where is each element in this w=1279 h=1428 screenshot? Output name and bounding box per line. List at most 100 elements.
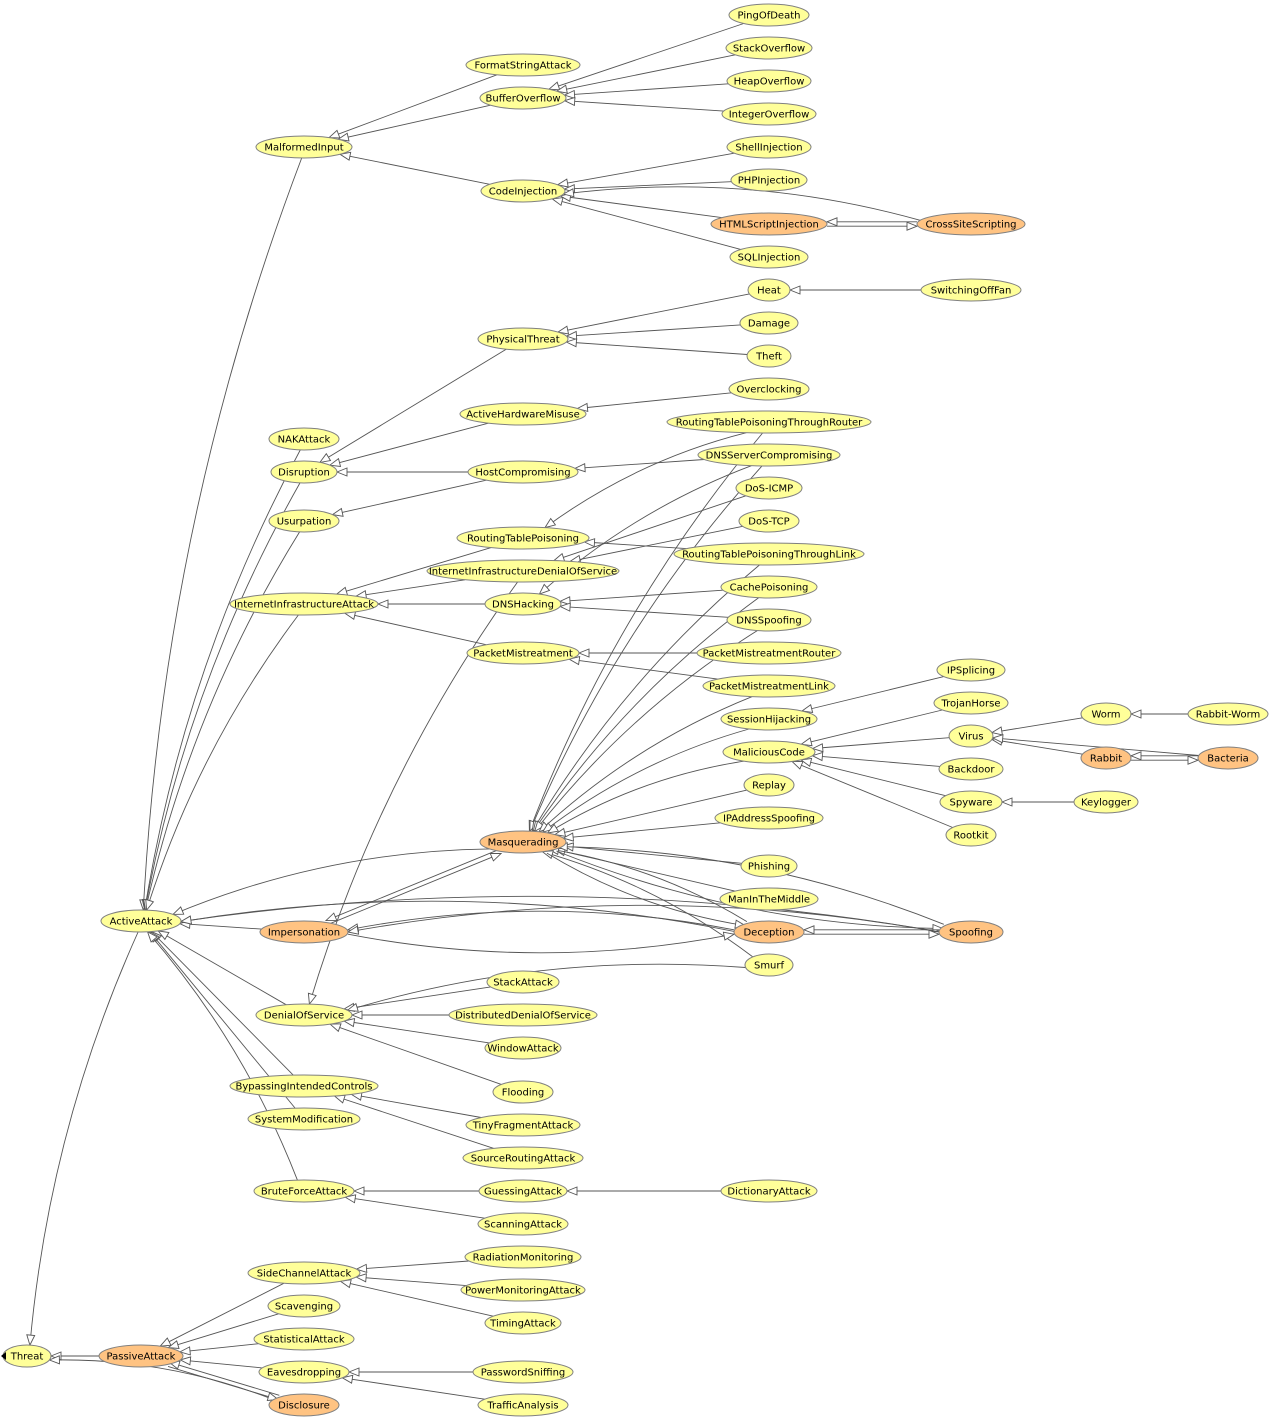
- node-bacteria[interactable]: Bacteria: [1197, 746, 1259, 770]
- node-ipaddress-spoofing[interactable]: IPAddressSpoofing: [714, 806, 824, 830]
- node-cross-site-scripting[interactable]: CrossSiteScripting: [916, 212, 1026, 236]
- edge-line: [347, 910, 735, 931]
- node-guessing-attack[interactable]: GuessingAttack: [478, 1179, 568, 1203]
- edge-heat-to-physical-threat: [556, 293, 750, 335]
- node-backdoor[interactable]: Backdoor: [938, 757, 1004, 781]
- node-nakattack[interactable]: NAKAttack: [268, 427, 340, 451]
- node-man-in-the-middle[interactable]: ManInTheMiddle: [719, 887, 819, 911]
- node-eavesdropping[interactable]: Eavesdropping: [258, 1360, 350, 1384]
- node-flooding[interactable]: Flooding: [492, 1080, 554, 1104]
- node-packet-mistreatment[interactable]: PacketMistreatment: [466, 641, 580, 665]
- node-spoofing[interactable]: Spoofing: [938, 920, 1004, 944]
- node-stack-attack[interactable]: StackAttack: [486, 970, 560, 994]
- arrowhead-icon: [583, 538, 596, 548]
- node-theft[interactable]: Theft: [746, 344, 792, 368]
- node-timing-attack[interactable]: TimingAttack: [484, 1311, 562, 1335]
- node-disclosure[interactable]: Disclosure: [268, 1393, 340, 1417]
- node-sqlinjection[interactable]: SQLInjection: [729, 245, 809, 269]
- node-window-attack[interactable]: WindowAttack: [484, 1036, 562, 1060]
- node-rootkit[interactable]: Rootkit: [945, 823, 997, 847]
- node-label: Damage: [748, 319, 790, 330]
- node-usurpation[interactable]: Usurpation: [268, 509, 340, 533]
- node-session-hijacking[interactable]: SessionHijacking: [720, 707, 818, 731]
- node-code-injection[interactable]: CodeInjection: [480, 179, 566, 203]
- node-do-s-tcp[interactable]: DoS-TCP: [738, 509, 800, 533]
- node-side-channel-attack[interactable]: SideChannelAttack: [247, 1261, 361, 1285]
- node-dnsspoofing[interactable]: DNSSpoofing: [726, 608, 812, 632]
- node-shell-injection[interactable]: ShellInjection: [726, 135, 812, 159]
- node-tiny-fragment-attack[interactable]: TinyFragmentAttack: [465, 1113, 581, 1137]
- node-power-monitoring-attack[interactable]: PowerMonitoringAttack: [460, 1278, 586, 1302]
- node-source-routing-attack[interactable]: SourceRoutingAttack: [462, 1146, 584, 1170]
- node-packet-mistreatment-router[interactable]: PacketMistreatmentRouter: [696, 641, 842, 665]
- node-scanning-attack[interactable]: ScanningAttack: [477, 1212, 569, 1236]
- node-replay[interactable]: Replay: [743, 773, 795, 797]
- node-routing-table-poisoning-through-link[interactable]: RoutingTablePoisoningThroughLink: [673, 542, 865, 566]
- node-system-modification[interactable]: SystemModification: [247, 1107, 361, 1131]
- edge-smurf-to-masquerading: [541, 850, 754, 958]
- node-stack-overflow[interactable]: StackOverflow: [725, 36, 813, 60]
- node-label: Overclocking: [737, 385, 802, 396]
- arrowhead-icon: [355, 1263, 368, 1274]
- node-malformed-input[interactable]: MalformedInput: [255, 135, 353, 159]
- node-brute-force-attack[interactable]: BruteForceAttack: [253, 1179, 355, 1203]
- node-bypassing-intended-controls[interactable]: BypassingIntendedControls: [229, 1074, 379, 1098]
- edge-bacteria-to-rabbit: [1129, 751, 1198, 761]
- node-impersonation[interactable]: Impersonation: [259, 920, 349, 944]
- node-overclocking[interactable]: Overclocking: [728, 377, 810, 401]
- node-ipsplicing[interactable]: IPSplicing: [936, 658, 1006, 682]
- node-host-compromising[interactable]: HostCompromising: [467, 460, 579, 484]
- node-htmlscript-injection[interactable]: HTMLScriptInjection: [710, 212, 828, 236]
- node-active-hardware-misuse[interactable]: ActiveHardwareMisuse: [459, 402, 587, 426]
- node-threat[interactable]: Threat: [2, 1344, 52, 1368]
- node-rabbit-worm[interactable]: Rabbit-Worm: [1187, 702, 1269, 726]
- node-ellipse: [259, 920, 349, 944]
- node-spyware[interactable]: Spyware: [939, 790, 1003, 814]
- node-ping-of-death[interactable]: PingOfDeath: [728, 3, 810, 27]
- node-deception[interactable]: Deception: [733, 920, 805, 944]
- node-keylogger[interactable]: Keylogger: [1073, 790, 1139, 814]
- node-heat[interactable]: Heat: [747, 278, 791, 302]
- node-worm[interactable]: Worm: [1080, 702, 1132, 726]
- edge-active-hardware-misuse-to-disruption: [328, 422, 489, 468]
- expand-triangle-icon[interactable]: [1, 1352, 6, 1360]
- node-integer-overflow[interactable]: IntegerOverflow: [721, 102, 817, 126]
- node-rabbit[interactable]: Rabbit: [1080, 746, 1132, 770]
- node-distributed-denial-of-service[interactable]: DistributedDenialOfService: [448, 1003, 598, 1027]
- node-scavenging[interactable]: Scavenging: [267, 1294, 341, 1318]
- edge-worm-to-virus: [990, 717, 1083, 736]
- node-disruption[interactable]: Disruption: [270, 460, 338, 484]
- node-passive-attack[interactable]: PassiveAttack: [98, 1344, 184, 1368]
- node-malicious-code[interactable]: MaliciousCode: [722, 740, 816, 764]
- node-phpinjection[interactable]: PHPInjection: [730, 168, 808, 192]
- node-active-attack[interactable]: ActiveAttack: [100, 909, 182, 933]
- node-trojan-horse[interactable]: TrojanHorse: [933, 691, 1009, 715]
- node-cache-poisoning[interactable]: CachePoisoning: [720, 575, 818, 599]
- node-label: TrojanHorse: [940, 699, 1000, 710]
- node-buffer-overflow[interactable]: BufferOverflow: [479, 86, 567, 110]
- node-format-string-attack[interactable]: FormatStringAttack: [465, 53, 581, 77]
- node-damage[interactable]: Damage: [739, 311, 799, 335]
- node-dictionary-attack[interactable]: DictionaryAttack: [720, 1179, 818, 1203]
- node-packet-mistreatment-link[interactable]: PacketMistreatmentLink: [702, 674, 836, 698]
- node-label: CachePoisoning: [730, 583, 809, 594]
- node-masquerading[interactable]: Masquerading: [479, 830, 567, 854]
- node-virus[interactable]: Virus: [948, 724, 994, 748]
- node-dnshacking[interactable]: DNSHacking: [484, 592, 562, 616]
- node-phishing[interactable]: Phishing: [740, 854, 798, 878]
- node-routing-table-poisoning-through-router[interactable]: RoutingTablePoisoningThroughRouter: [666, 410, 872, 434]
- node-switching-off-fan[interactable]: SwitchingOffFan: [920, 278, 1022, 302]
- node-heap-overflow[interactable]: HeapOverflow: [726, 69, 812, 93]
- node-radiation-monitoring[interactable]: RadiationMonitoring: [464, 1245, 582, 1269]
- node-internet-infrastructure-denial-of-service[interactable]: InternetInfrastructureDenialOfService: [426, 559, 620, 583]
- node-smurf[interactable]: Smurf: [744, 953, 794, 977]
- node-internet-infrastructure-attack[interactable]: InternetInfrastructureAttack: [229, 592, 379, 616]
- node-traffic-analysis[interactable]: TrafficAnalysis: [477, 1393, 569, 1417]
- node-denial-of-service[interactable]: DenialOfService: [255, 1003, 353, 1027]
- node-routing-table-poisoning[interactable]: RoutingTablePoisoning: [456, 526, 590, 550]
- node-physical-threat[interactable]: PhysicalThreat: [477, 327, 569, 351]
- node-password-sniffing[interactable]: PasswordSniffing: [472, 1360, 574, 1384]
- node-statistical-attack[interactable]: StatisticalAttack: [253, 1327, 355, 1351]
- node-dnsserver-compromising[interactable]: DNSServerCompromising: [697, 443, 841, 467]
- node-do-s-icmp[interactable]: DoS-ICMP: [735, 476, 803, 500]
